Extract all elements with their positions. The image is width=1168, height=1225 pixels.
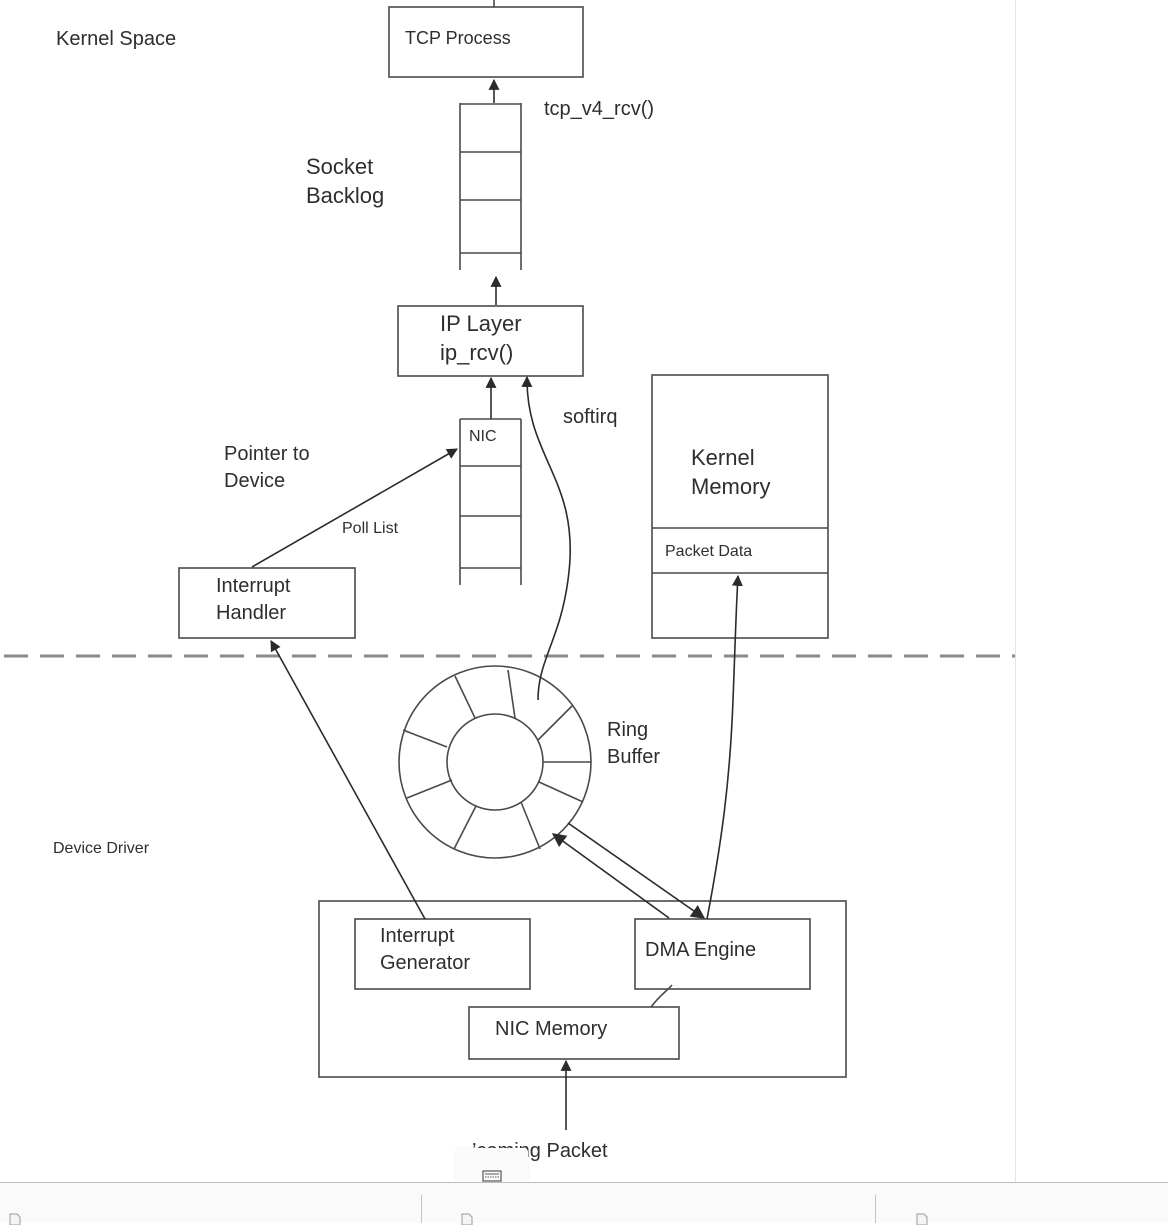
- dma-engine-box: [634, 918, 811, 990]
- input-method-chip[interactable]: [456, 1148, 528, 1182]
- nic-memory-box: [468, 1006, 680, 1060]
- tcp-process-box: [388, 6, 584, 78]
- ring-buffer-label: Ring Buffer: [607, 719, 660, 768]
- line-nic-memory-to-dma: [650, 984, 673, 1008]
- socket-backlog-label: Socket Backlog: [306, 154, 385, 208]
- file-icon[interactable]: [460, 1213, 474, 1225]
- network-stack-diagram: [4, 0, 1016, 1130]
- poll-list-queue: [459, 418, 522, 585]
- socket-backlog-queue: [459, 103, 522, 270]
- packet-data-label: Packet Data: [665, 543, 753, 560]
- tcp-v4-rcv-label: tcp_v4_rcv(): [544, 98, 655, 120]
- kernel-memory-block: [651, 374, 829, 639]
- tcp-process-label: TCP Process: [405, 28, 511, 48]
- ring-buffer: [398, 665, 592, 859]
- arrow-dma-to-packet-data: [706, 574, 743, 920]
- softirq-label: softirq: [563, 406, 618, 428]
- kernel-space-label: Kernel Space: [56, 28, 177, 50]
- poll-list-label: Poll List: [342, 520, 399, 537]
- tab-separator: [875, 1195, 876, 1223]
- interrupt-handler-label: Interrupt Handler: [216, 575, 291, 624]
- arrow-dma-to-ring: [551, 833, 670, 919]
- dma-engine-label: DMA Engine: [645, 939, 757, 961]
- kernel-memory-label: Kernel Memory: [691, 445, 771, 499]
- bottom-tab-bar: [0, 1182, 1168, 1225]
- interrupt-generator-label: Interrupt Generator: [380, 925, 471, 974]
- nic-memory-label: NIC Memory: [495, 1018, 608, 1040]
- file-icon[interactable]: [915, 1213, 929, 1225]
- file-icon[interactable]: [8, 1213, 22, 1225]
- arrow-softirq: [521, 375, 572, 701]
- interrupt-handler-box: [178, 567, 356, 639]
- page-edge-line: [1015, 0, 1016, 1182]
- interrupt-generator-box: [354, 918, 531, 990]
- arrow-handler-to-poll: [251, 448, 458, 568]
- tab-separator: [421, 1195, 422, 1223]
- ip-layer-label: IP Layer ip_rcv(): [440, 311, 522, 365]
- pointer-to-device-label: Pointer to Device: [224, 443, 310, 492]
- nic-queue-label: NIC: [469, 428, 497, 445]
- arrow-ring-to-dma: [567, 822, 706, 919]
- device-driver-label: Device Driver: [53, 840, 150, 857]
- keyboard-icon: [482, 1170, 502, 1182]
- arrow-generator-to-handler: [270, 640, 426, 920]
- nic-board: [318, 900, 847, 1078]
- ip-layer-box: [397, 305, 584, 377]
